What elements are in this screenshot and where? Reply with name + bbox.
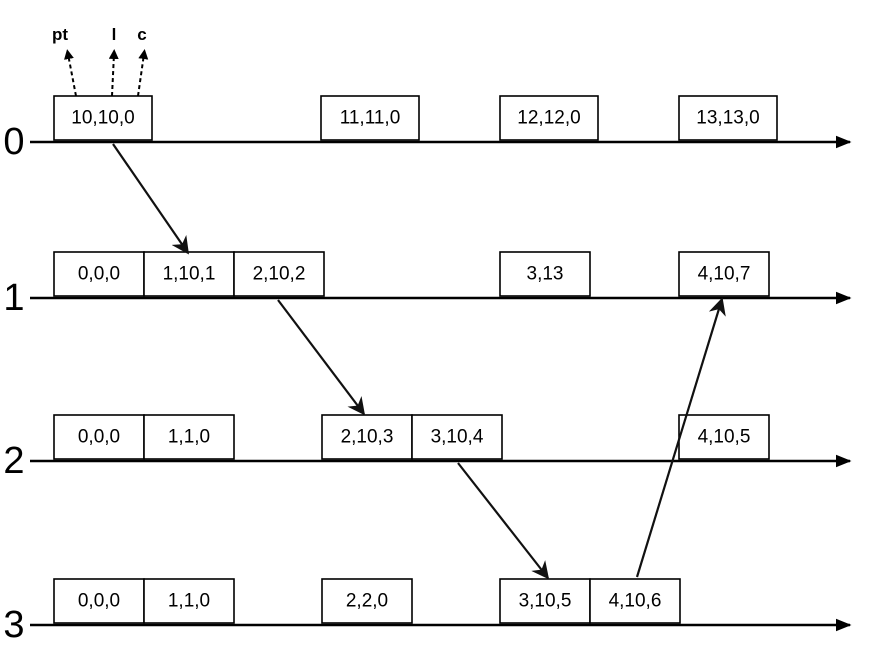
event-box: 4,10,5: [678, 414, 770, 460]
svg-text:4,10,6: 4,10,6: [609, 591, 662, 612]
event-box: 3,10,4: [411, 414, 503, 460]
event-box: 4,10,7: [678, 251, 770, 297]
messages: [112, 143, 726, 580]
event-box: 0,0,0: [53, 251, 145, 297]
message-arrow: [112, 143, 189, 255]
legend-c-arrow: [137, 49, 149, 97]
event-box: 2,10,2: [233, 251, 325, 297]
process-3-label: 3: [3, 604, 24, 646]
event-box: 4,10,6: [589, 578, 681, 624]
svg-text:10,10,0: 10,10,0: [71, 108, 134, 129]
legend-pt-arrow: [64, 49, 77, 97]
legend: pt l c: [52, 25, 149, 97]
svg-text:1,10,1: 1,10,1: [163, 264, 216, 285]
svg-text:3,10,5: 3,10,5: [519, 591, 572, 612]
event-box: 3,10,5: [499, 578, 591, 624]
legend-c-label: c: [137, 25, 146, 44]
event-box: 0,0,0: [53, 578, 145, 624]
event-box: 3,13: [499, 251, 591, 297]
svg-text:0,0,0: 0,0,0: [78, 264, 120, 285]
message-arrow: [457, 462, 550, 580]
process-1-timeline: 1 0,0,0 1,10,1 2,10,2 3,13 4,10,7: [3, 251, 852, 319]
event-box: 1,1,0: [143, 414, 235, 460]
legend-pt-label: pt: [52, 25, 68, 44]
legend-l-label: l: [112, 25, 117, 44]
svg-text:1,1,0: 1,1,0: [168, 427, 210, 448]
svg-text:4,10,5: 4,10,5: [698, 427, 751, 448]
event-box: 1,1,0: [143, 578, 235, 624]
message-arrow: [277, 299, 366, 416]
svg-text:3,10,4: 3,10,4: [431, 427, 484, 448]
svg-text:3,13: 3,13: [527, 264, 564, 285]
svg-text:2,2,0: 2,2,0: [346, 591, 388, 612]
event-box: 2,10,3: [321, 414, 413, 460]
process-2-label: 2: [3, 440, 24, 482]
event-box: 11,11,0: [320, 95, 420, 141]
process-0-label: 0: [3, 121, 24, 163]
svg-text:2,10,2: 2,10,2: [253, 264, 306, 285]
event-box: 1,10,1: [143, 251, 235, 297]
legend-l-arrow: [108, 49, 119, 97]
event-box: 10,10,0: [53, 95, 153, 141]
svg-text:13,13,0: 13,13,0: [696, 108, 759, 129]
event-box: 12,12,0: [499, 95, 599, 141]
svg-text:11,11,0: 11,11,0: [340, 108, 401, 129]
svg-text:2,10,3: 2,10,3: [341, 427, 394, 448]
process-0-timeline: 0 10,10,0 11,11,0 12,12,0 13,13,0: [3, 95, 852, 163]
process-1-label: 1: [3, 277, 24, 319]
event-box: 13,13,0: [678, 95, 778, 141]
process-2-timeline: 2 0,0,0 1,1,0 2,10,3 3,10,4 4,10,5: [3, 414, 852, 482]
svg-text:0,0,0: 0,0,0: [78, 427, 120, 448]
svg-text:1,1,0: 1,1,0: [168, 591, 210, 612]
message-arrow: [635, 297, 726, 578]
svg-text:12,12,0: 12,12,0: [517, 108, 580, 129]
process-3-timeline: 3 0,0,0 1,1,0 2,2,0 3,10,5 4,10,6: [3, 578, 852, 646]
event-box: 0,0,0: [53, 414, 145, 460]
svg-text:4,10,7: 4,10,7: [698, 264, 751, 285]
svg-text:0,0,0: 0,0,0: [78, 591, 120, 612]
event-box: 2,2,0: [321, 578, 413, 624]
